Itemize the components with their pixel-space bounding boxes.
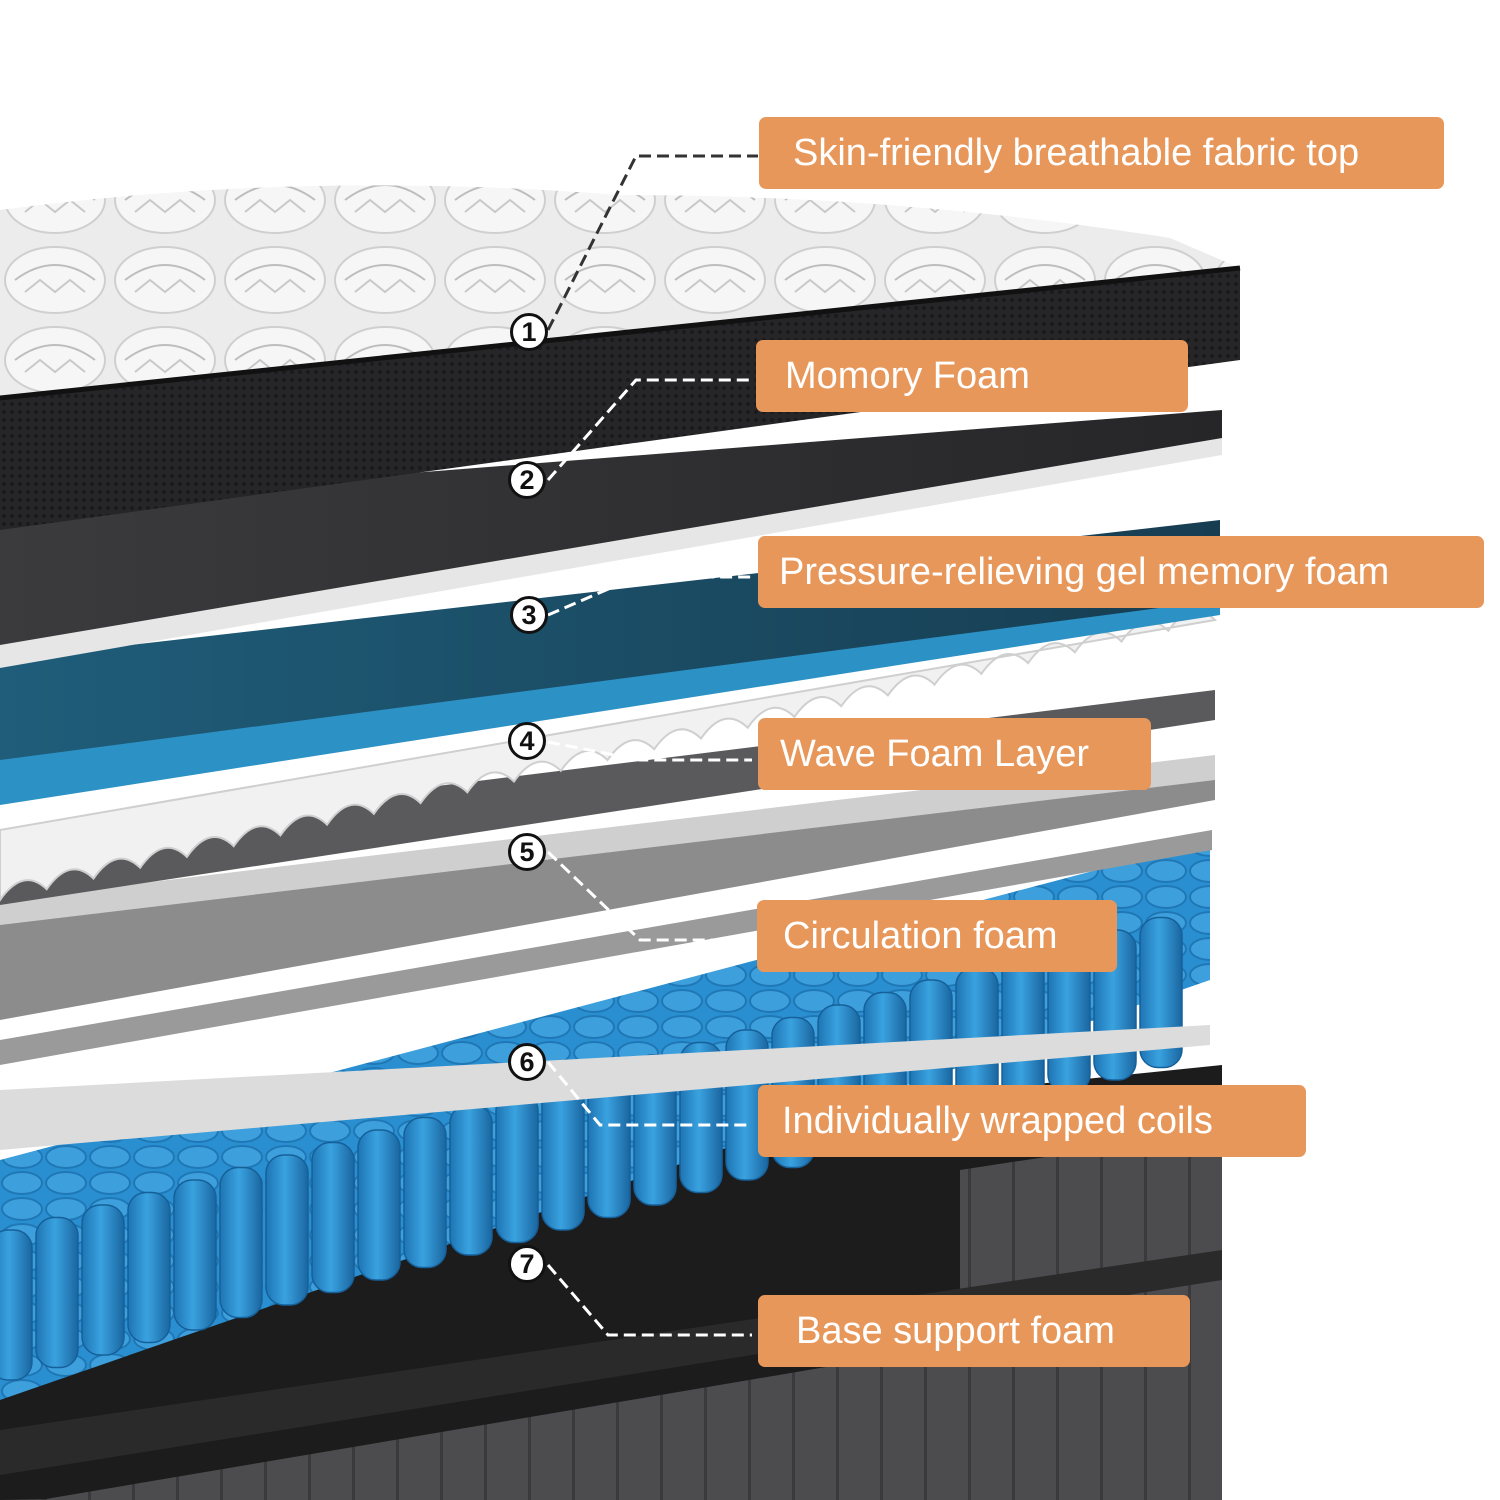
connector-3 [547, 575, 752, 617]
layer-label-fabric-top: Skin-friendly breathable fabric top [759, 117, 1444, 189]
connector-6 [546, 1061, 752, 1127]
layer-number-3: 3 [510, 596, 548, 634]
layer-individually-wrapped-coils [0, 840, 1210, 1400]
coil [265, 1154, 309, 1306]
coil [495, 1091, 539, 1244]
coil [35, 1216, 79, 1369]
layer-label-memory-foam: Momory Foam [756, 340, 1188, 412]
layer-number-7: 7 [508, 1245, 546, 1283]
coil [219, 1166, 263, 1319]
layer-label-wave-foam: Wave Foam Layer [758, 718, 1151, 790]
coil [127, 1191, 171, 1344]
layer-label-gel-memory-foam: Pressure-relieving gel memory foam [758, 536, 1484, 608]
coil [173, 1179, 217, 1331]
layer-circulation-foam [0, 755, 1215, 1150]
layer-number-2: 2 [508, 461, 546, 499]
layer-memory-foam [0, 410, 1222, 668]
connector-2 [546, 378, 752, 481]
layer-number-6: 6 [508, 1043, 546, 1081]
callout-connectors [546, 154, 758, 1337]
coil [311, 1141, 355, 1294]
coil [81, 1204, 125, 1356]
coil [541, 1079, 585, 1231]
layer-label-base-support-foam: Base support foam [758, 1295, 1190, 1367]
connector-1 [546, 154, 758, 331]
coil [449, 1104, 493, 1256]
coil [0, 1229, 33, 1381]
connector-7 [546, 1264, 752, 1337]
coil [403, 1116, 447, 1269]
layer-number-1: 1 [510, 313, 548, 351]
layer-number-4: 4 [508, 722, 546, 760]
coil [357, 1129, 401, 1281]
coil [1001, 954, 1045, 1106]
layer-label-circulation-foam: Circulation foam [757, 900, 1117, 972]
connector-4 [547, 740, 752, 762]
layer-label-wrapped-coils: Individually wrapped coils [758, 1085, 1306, 1157]
layer-number-5: 5 [508, 833, 546, 871]
connector-5 [546, 850, 752, 942]
